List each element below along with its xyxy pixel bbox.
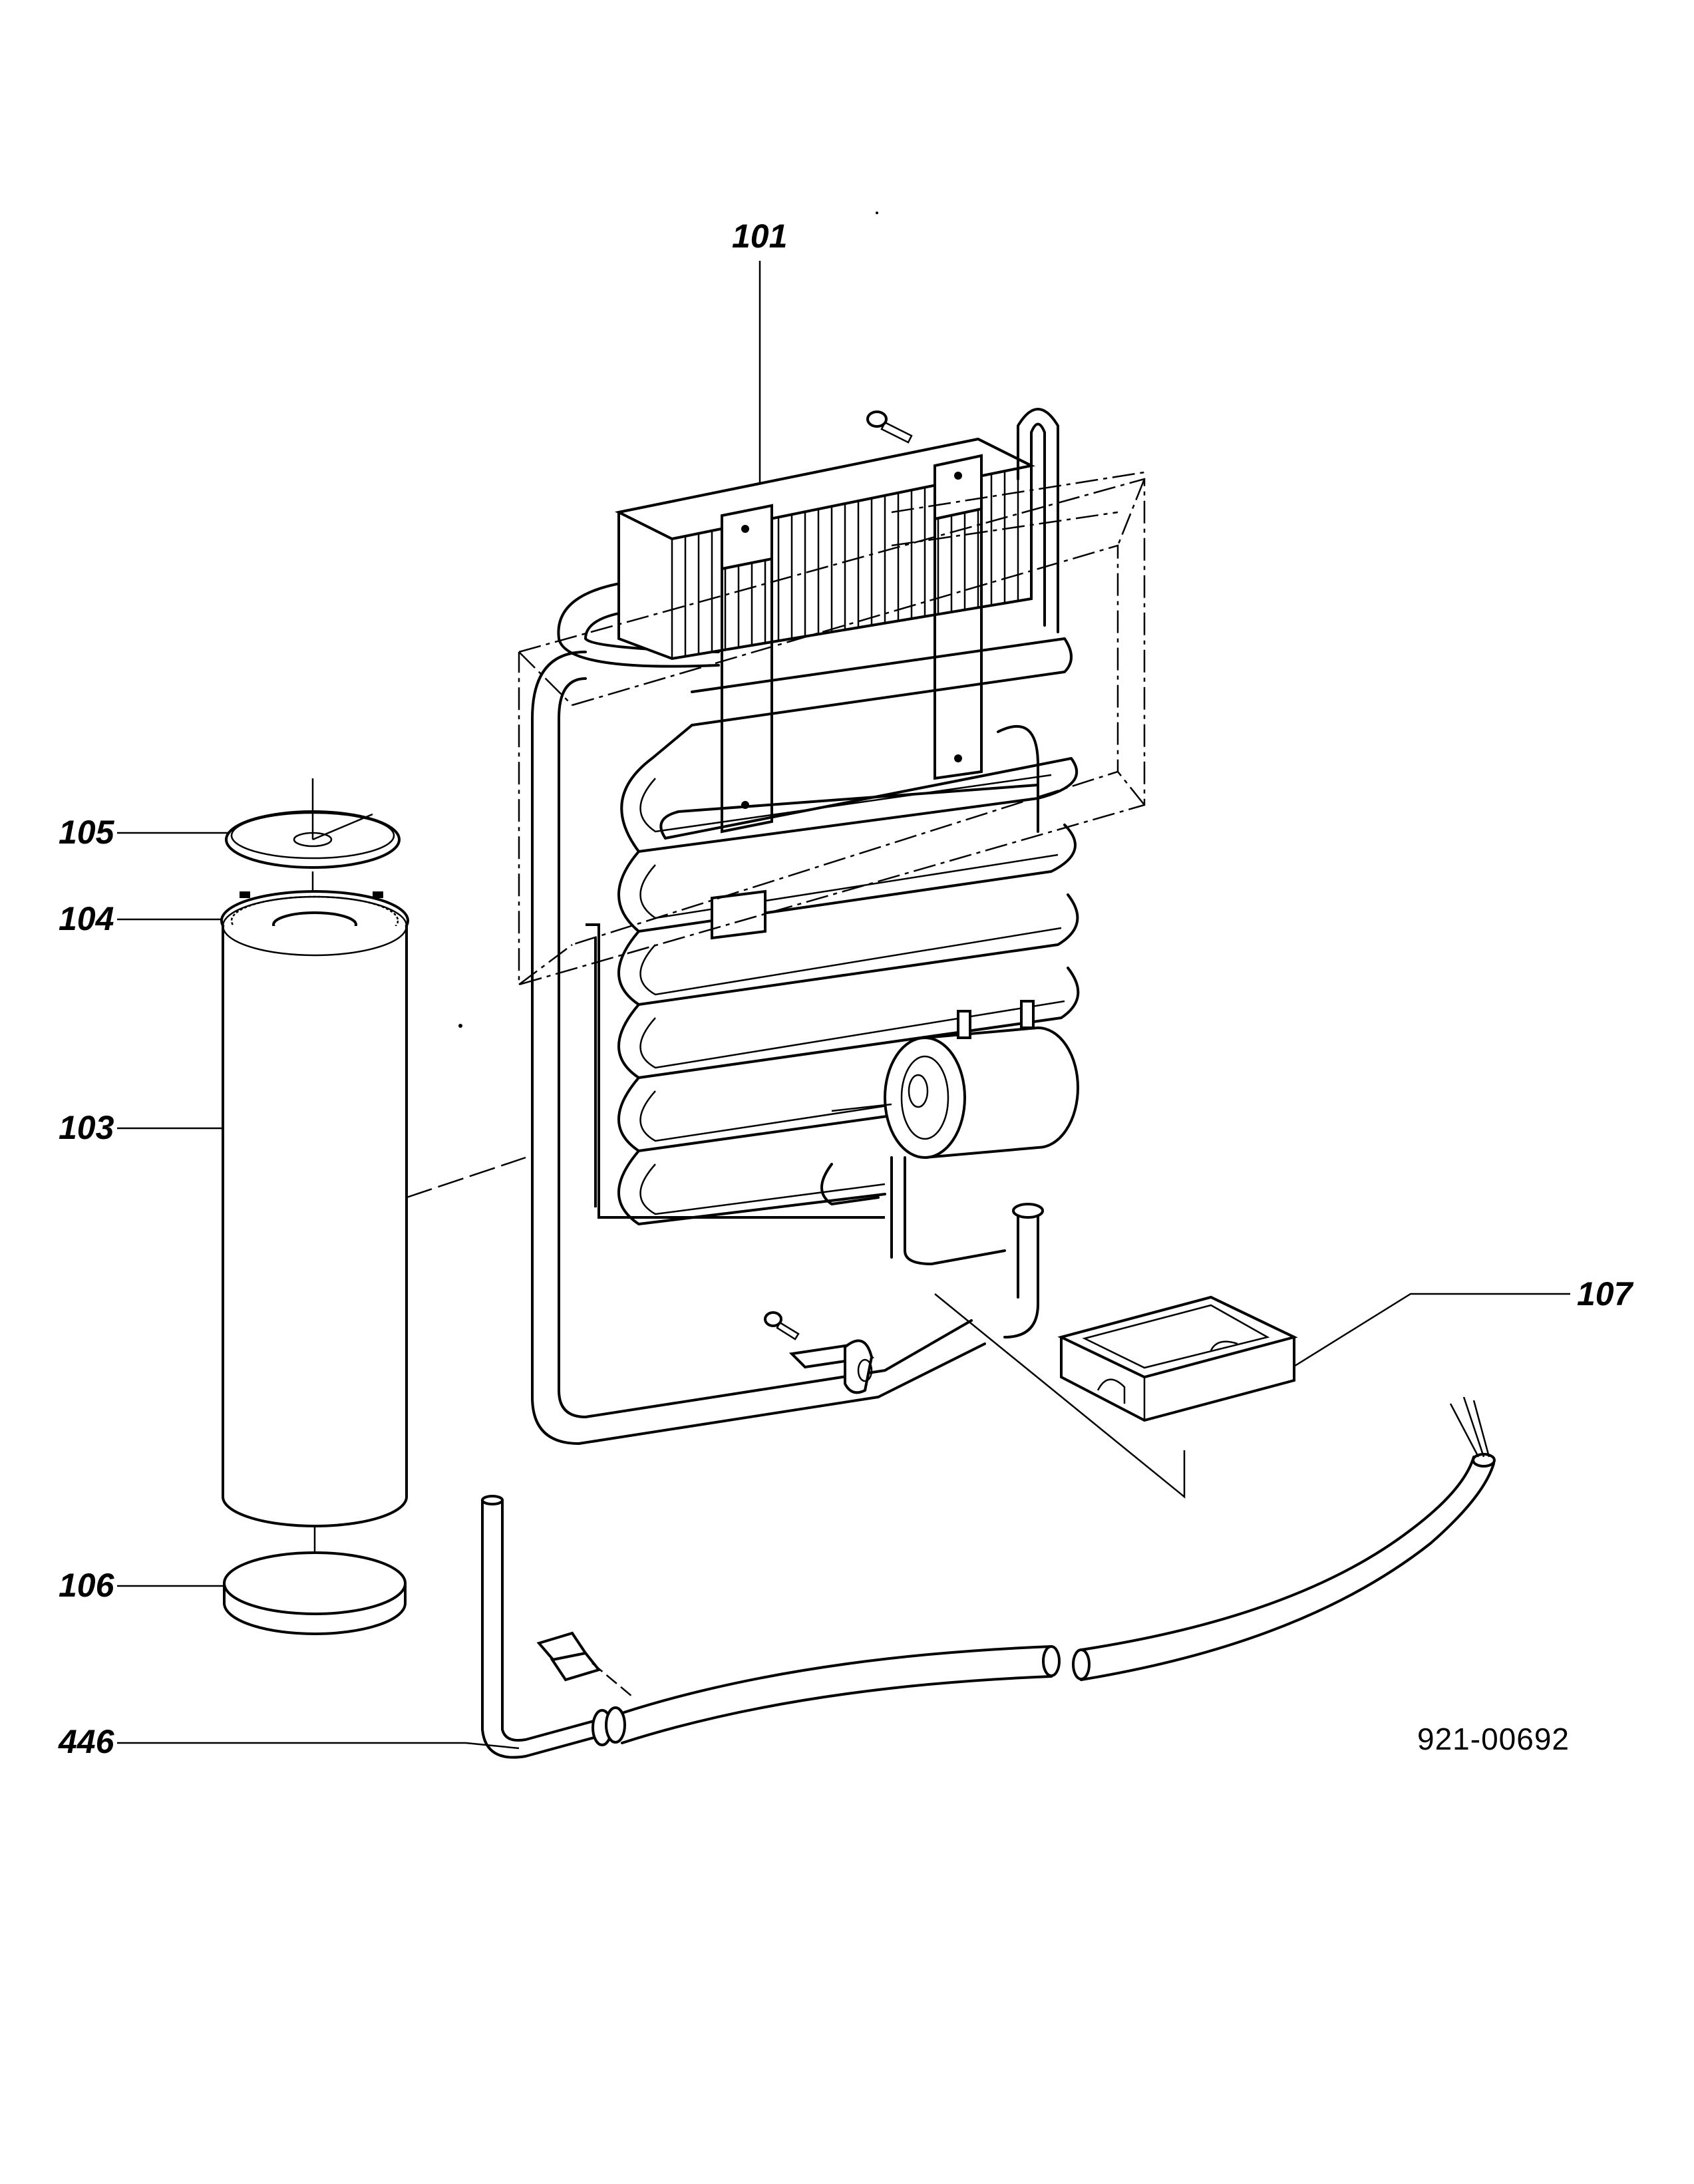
callout-label-106: 106: [59, 1567, 115, 1604]
callout-104: 104: [59, 900, 246, 937]
pipe-clip: [788, 1339, 875, 1394]
callout-107: 107: [1287, 1275, 1634, 1372]
mounting-bracket-right: [933, 454, 983, 521]
callout-label-104: 104: [59, 900, 114, 937]
flue-base-disc-106: [223, 1551, 407, 1635]
screw-top: [866, 410, 913, 444]
callout-106: 106: [59, 1567, 253, 1604]
hose-clamp: [592, 1706, 626, 1746]
scan-speck: [458, 1024, 462, 1028]
scan-speck: [876, 212, 878, 214]
callout-label-107: 107: [1577, 1275, 1634, 1313]
callout-101: 101: [732, 218, 787, 489]
callout-label-101: 101: [732, 218, 787, 255]
leader-line-107: [1287, 1293, 1570, 1372]
callout-label-446: 446: [58, 1723, 115, 1760]
callout-label-105: 105: [59, 814, 115, 851]
callout-label-103: 103: [59, 1109, 114, 1146]
flue-alignment-line: [406, 1156, 526, 1199]
burner-housing-107: [1057, 1295, 1298, 1422]
mounting-bracket-left: [721, 504, 773, 571]
hose-retainer-clip: [536, 1631, 633, 1697]
drawing-number: 921-00692: [1417, 1722, 1570, 1756]
hose-assembly-446: [481, 1396, 1496, 1759]
leader-line-446: [117, 1742, 520, 1750]
callout-105: 105: [59, 814, 240, 851]
flue-tube-103: [222, 895, 408, 1527]
screw-bottom: [764, 1311, 800, 1340]
boiler-cylinder: [831, 1000, 1079, 1159]
flue-cap-105: [225, 778, 401, 869]
callout-446: 446: [58, 1723, 520, 1760]
cooling-unit-101: [518, 408, 1186, 1499]
callout-103: 103: [59, 1109, 241, 1146]
